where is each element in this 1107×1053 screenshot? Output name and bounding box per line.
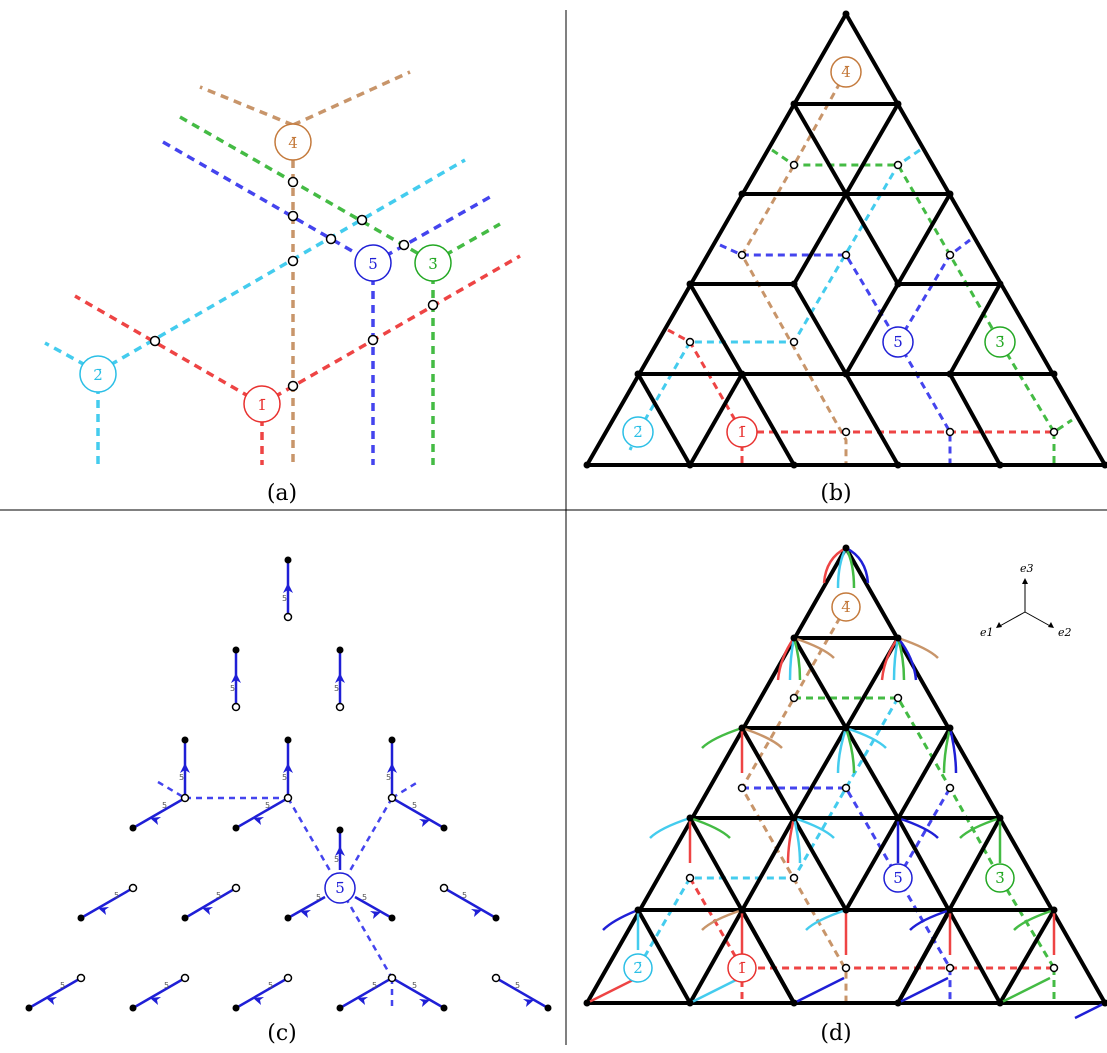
svg-text:5: 5 <box>334 855 339 864</box>
svg-text:5: 5 <box>114 891 119 900</box>
svg-text:3̄: 3̄ <box>428 255 438 273</box>
axes-legend: e3 e1 e2 <box>980 562 1072 639</box>
node-4-b: 4̄ <box>830 56 862 88</box>
blue-edges-c <box>28 560 549 1010</box>
node-5-c: 5̄ <box>324 872 356 904</box>
svg-text:5: 5 <box>372 981 377 990</box>
svg-text:5̄: 5̄ <box>893 333 903 351</box>
edge-labels-c: 5 5 5 5 5 5 5 5 5 5 5 5 5 5 5 5 5 5 5 5 … <box>60 594 520 990</box>
caption-d: (d) <box>820 1021 851 1046</box>
node-1-d: 1̄ <box>727 953 757 983</box>
node-2-d: 2̄ <box>623 953 653 983</box>
white-vertices-c <box>76 612 501 983</box>
axis-e1: e1 <box>980 626 994 639</box>
node-5-d: 5̄ <box>883 863 913 893</box>
svg-text:5: 5 <box>216 891 221 900</box>
node-5-a: 5̄ <box>354 244 392 282</box>
svg-text:5̄: 5̄ <box>893 869 903 887</box>
svg-text:3̄: 3̄ <box>995 333 1005 351</box>
panel-b: 4̄ 5̄ 3̄ 2̄ 1̄ (b) <box>583 10 1107 506</box>
dual-graph-lines-b <box>628 71 1073 465</box>
svg-text:5: 5 <box>462 891 467 900</box>
black-vertices-c <box>25 556 552 1012</box>
node-2-b: 2̄ <box>622 416 654 448</box>
axis-e2: e2 <box>1058 626 1072 639</box>
svg-text:4̄: 4̄ <box>841 63 851 81</box>
node-1-b: 1̄ <box>726 416 758 448</box>
svg-text:5: 5 <box>265 801 270 810</box>
vertices-b <box>583 10 1107 469</box>
intersection-dots-b <box>685 160 1059 437</box>
node-3-b: 3̄ <box>984 326 1016 358</box>
intersection-dots <box>149 176 439 392</box>
node-2-a: 2̄ <box>79 355 117 393</box>
node-1-a: 1̄ <box>243 385 281 423</box>
svg-text:5: 5 <box>282 773 287 782</box>
svg-text:5: 5 <box>412 801 417 810</box>
caption-c: (c) <box>267 1021 297 1046</box>
blue-dashed-lines <box>162 140 491 465</box>
svg-text:5̄: 5̄ <box>335 879 345 897</box>
svg-text:5: 5 <box>282 594 287 603</box>
tan-dashed-lines <box>199 70 411 465</box>
svg-text:5: 5 <box>334 684 339 693</box>
svg-text:5̄: 5̄ <box>368 255 378 273</box>
svg-text:1̄: 1̄ <box>737 959 747 977</box>
panel-d: 4̄ 5̄ 3̄ 2̄ 1̄ <box>583 544 1107 1046</box>
svg-text:2̄: 2̄ <box>633 423 643 441</box>
green-dashed-lines <box>179 115 501 465</box>
node-4-d: 4̄ <box>831 592 861 622</box>
svg-text:1̄: 1̄ <box>737 423 747 441</box>
svg-text:2̄: 2̄ <box>633 959 643 977</box>
svg-text:3̄: 3̄ <box>995 869 1005 887</box>
svg-text:5: 5 <box>268 981 273 990</box>
svg-text:5: 5 <box>412 981 417 990</box>
node-3-d: 3̄ <box>985 863 1015 893</box>
svg-text:2̄: 2̄ <box>93 366 103 384</box>
svg-text:1̄: 1̄ <box>257 396 267 414</box>
svg-text:4̄: 4̄ <box>288 134 298 152</box>
panel-c: 5 5 5 5 5 5 5 5 5 5 5 5 5 5 5 5 5 5 5 5 … <box>25 556 552 1046</box>
svg-text:5: 5 <box>515 981 520 990</box>
caption-b: (b) <box>820 481 851 506</box>
red-dashed-lines <box>74 254 521 465</box>
blue-dashed-structure-c <box>157 780 419 1010</box>
axis-e3: e3 <box>1020 562 1034 575</box>
arrowheads-c <box>46 583 534 1007</box>
panel-a: 4̄ 5̄ 3̄ 2̄ 1̄ (a) <box>44 70 521 506</box>
caption-a: (a) <box>267 481 297 506</box>
svg-text:5: 5 <box>362 893 367 902</box>
vertices-d <box>583 544 1107 1007</box>
svg-text:5: 5 <box>179 773 184 782</box>
node-3-a: 3̄ <box>414 244 452 282</box>
svg-text:4̄: 4̄ <box>841 598 851 616</box>
svg-text:5: 5 <box>60 981 65 990</box>
svg-text:5: 5 <box>162 801 167 810</box>
svg-text:5: 5 <box>230 684 235 693</box>
intersection-dots-d <box>685 693 1059 973</box>
node-4-a: 4̄ <box>274 123 312 161</box>
svg-text:5: 5 <box>164 981 169 990</box>
node-5-b: 5̄ <box>882 326 914 358</box>
svg-text:5: 5 <box>316 893 321 902</box>
svg-text:5: 5 <box>386 773 391 782</box>
